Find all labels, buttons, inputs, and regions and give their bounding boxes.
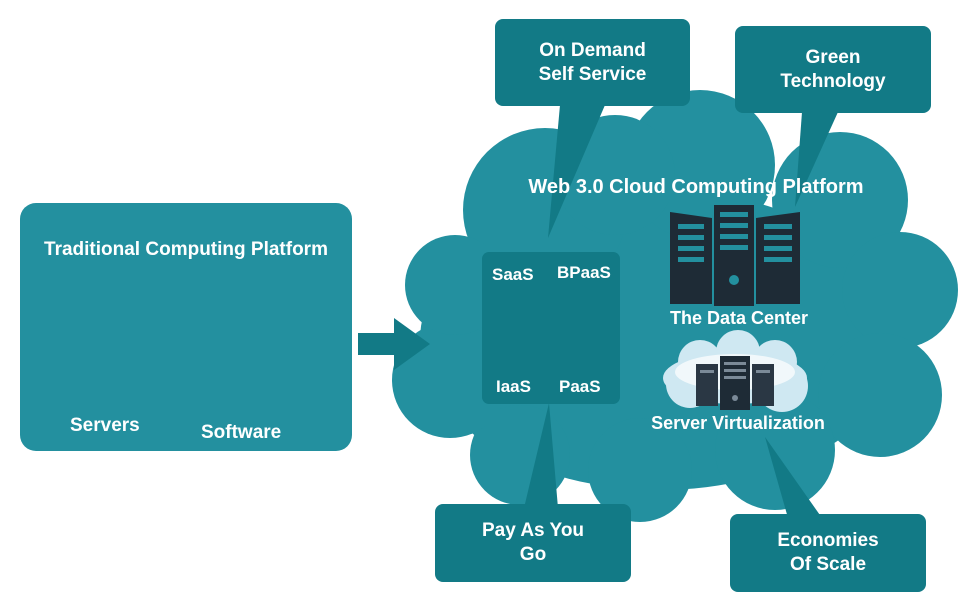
saas-label: SaaS [492, 265, 534, 284]
iaas-label: IaaS [496, 377, 531, 396]
on-demand-callout: On Demand Self Service [495, 19, 690, 106]
service-models-panel [482, 252, 620, 404]
traditional-platform-title: Traditional Computing Platform [44, 239, 328, 260]
traditional-platform-panel: Traditional Computing Platform [20, 203, 352, 451]
data-center-label: The Data Center [669, 308, 809, 328]
pay-as-you-go-callout: Pay As You Go [435, 504, 631, 582]
pay-as-you-go-label: Pay As You Go [481, 520, 585, 565]
green-technology-callout: Green Technology [735, 26, 931, 113]
on-demand-label: On Demand Self Service [538, 39, 647, 85]
servers-label: Servers [70, 415, 140, 436]
arrow-right-icon [358, 318, 430, 370]
cloud-platform-title: Web 3.0 Cloud Computing Platform [528, 176, 864, 198]
software-label: Software [201, 422, 282, 443]
economies-of-scale-callout: Economies Of Scale [730, 514, 926, 592]
virtualization-cloud-icon [663, 330, 808, 412]
pay-pointer [524, 403, 558, 508]
economies-of-scale-label: Economies Of Scale [777, 530, 879, 575]
green-pointer [795, 112, 838, 207]
bpaas-label: BPaaS [557, 263, 611, 282]
economies-pointer [765, 437, 822, 518]
cloud-shape [392, 90, 958, 522]
paas-label: PaaS [559, 377, 601, 396]
green-technology-label: Green Technology [780, 46, 886, 92]
server-virtualization-label: Server Virtualization [651, 413, 825, 433]
on-demand-pointer [548, 105, 605, 238]
data-center-server-icon [670, 205, 800, 306]
